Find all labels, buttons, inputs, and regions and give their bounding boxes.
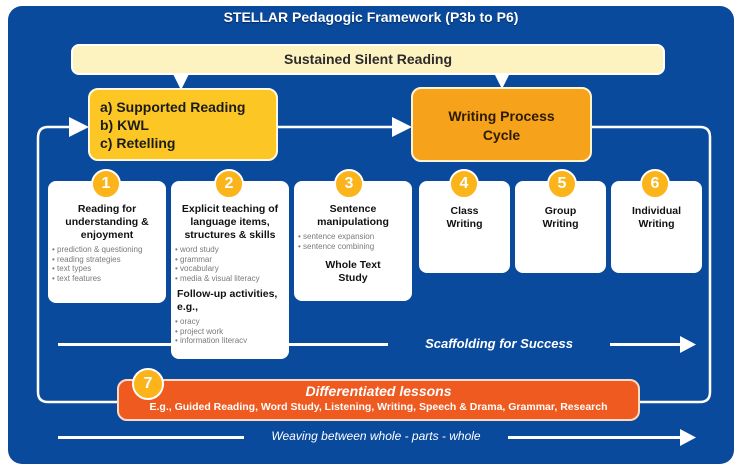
reading-line-a: a) Supported Reading: [100, 99, 246, 115]
card-3-heading: Sentence manipulationg: [317, 203, 389, 228]
weaving-line-right: [508, 436, 680, 439]
badge-1: 1: [91, 169, 121, 199]
loop-left-arrow: [36, 117, 117, 404]
scaffolding-arrowhead: [680, 336, 696, 353]
card-2-followup-item: oracy: [175, 317, 285, 327]
badge-5: 5: [547, 169, 577, 199]
card-1-heading: Reading for understanding & enjoyment: [65, 203, 149, 241]
card-2-item: media & visual literacy: [175, 274, 285, 284]
card-2-followup-item: project work: [175, 327, 285, 337]
writing-line-2: Cycle: [482, 127, 521, 143]
card-reading-understanding: Reading for understanding & enjoyment pr…: [48, 181, 166, 303]
card-2-item: grammar: [175, 255, 285, 265]
weaving-arrowhead: [680, 429, 696, 446]
weaving-label: Weaving between whole - parts - whole: [271, 429, 481, 443]
card-1-item: text types: [52, 264, 162, 274]
card-2-list: word study grammar vocabulary media & vi…: [171, 245, 289, 283]
badge-4: 4: [449, 169, 479, 199]
card-2-followup-item: information literacy: [175, 336, 285, 346]
writing-process-box: Writing Process Cycle: [411, 87, 592, 162]
scaffolding-line-right: [610, 343, 680, 346]
card-individual-writing: Individual Writing: [611, 181, 702, 273]
card-3-list: sentence expansion sentence combining: [294, 232, 412, 251]
card-3-item: sentence expansion: [298, 232, 408, 242]
writing-line-1: Writing Process: [448, 108, 555, 124]
card-1-item: text features: [52, 274, 162, 284]
sustained-silent-reading-box: Sustained Silent Reading: [71, 44, 665, 75]
badge-6: 6: [640, 169, 670, 199]
card-2-heading: Explicit teaching of language items, str…: [181, 203, 279, 241]
badge-2: 2: [214, 169, 244, 199]
card-explicit-teaching: Explicit teaching of language items, str…: [171, 181, 289, 359]
card-sentence-manipulation: Sentence manipulationg sentence expansio…: [294, 181, 412, 301]
scaffolding-line: [58, 343, 388, 346]
card-1-list: prediction & questioning reading strateg…: [48, 245, 166, 283]
card-3-item: sentence combining: [298, 242, 408, 252]
card-2-item: word study: [175, 245, 285, 255]
card-2-item: vocabulary: [175, 264, 285, 274]
reading-line-b: b) KWL: [100, 117, 149, 133]
weaving-line: [58, 436, 244, 439]
diagram-title: STELLAR Pedagogic Framework (P3b to P6): [223, 9, 519, 25]
card-6-heading: Individual Writing: [631, 205, 681, 230]
loop-right-line: [592, 125, 712, 404]
card-5-heading: Group Writing: [542, 205, 579, 230]
card-3-subheading: Whole Text Study: [325, 259, 381, 284]
card-2-followup-heading: Follow-up activities, e.g.,: [177, 288, 278, 313]
card-1-item: reading strategies: [52, 255, 162, 265]
badge-7: 7: [132, 368, 164, 400]
differentiated-lessons-box: Differentiated lessons E.g., Guided Read…: [117, 379, 640, 421]
card-1-item: prediction & questioning: [52, 245, 162, 255]
reading-line-c: c) Retelling: [100, 135, 176, 151]
card-4-heading: Class Writing: [446, 205, 483, 230]
badge-3: 3: [334, 169, 364, 199]
supported-reading-box: a) Supported Reading b) KWL c) Retelling: [88, 88, 278, 161]
differentiated-title: Differentiated lessons: [305, 383, 452, 399]
differentiated-detail: E.g., Guided Reading, Word Study, Listen…: [149, 401, 608, 413]
card-2-followup-list: oracy project work information literacy: [171, 317, 289, 346]
scaffolding-label: Scaffolding for Success: [425, 336, 573, 351]
